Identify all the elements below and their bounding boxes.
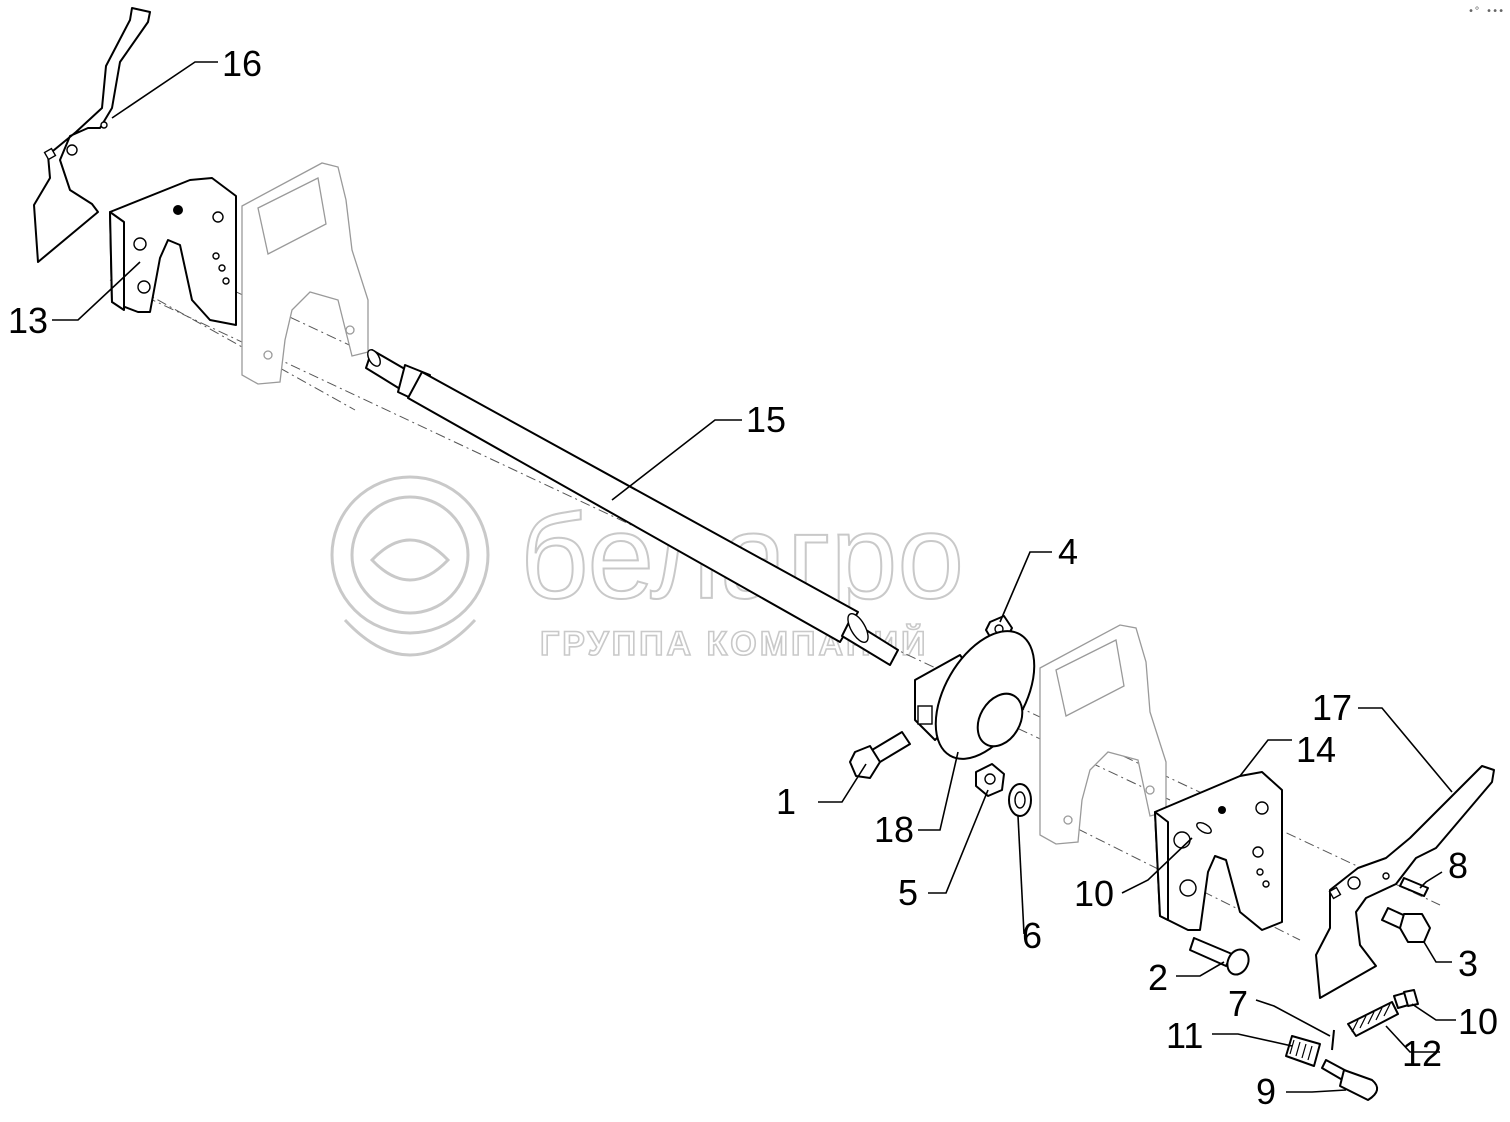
right-lever-part-17	[1315, 765, 1495, 999]
callout-12: 12	[1402, 1033, 1442, 1074]
callout-4: 4	[1058, 531, 1078, 572]
flange-bearing-part-18	[914, 630, 1036, 760]
rod-part-9	[1321, 1059, 1379, 1101]
spring-part-12	[1347, 1001, 1399, 1037]
right-ghost-bracket	[1039, 624, 1167, 845]
left-plate-part-13	[109, 177, 237, 326]
callout-3: 3	[1458, 943, 1478, 984]
callout-10-upper: 10	[1074, 873, 1114, 914]
left-lever-part-16	[33, 7, 151, 263]
callout-6: 6	[1022, 915, 1042, 956]
bolt-part-3	[1381, 907, 1431, 943]
callout-9: 9	[1256, 1071, 1276, 1112]
left-ghost-bracket	[241, 162, 369, 385]
spring-part-11	[1285, 1035, 1321, 1067]
nut-part-5	[975, 763, 1005, 797]
callout-1: 1	[776, 781, 796, 822]
shaft-part-15	[365, 349, 899, 666]
callout-16: 16	[222, 43, 262, 84]
washer-part-6	[1008, 783, 1032, 817]
callout-15: 15	[746, 399, 786, 440]
screw-part-2	[1189, 937, 1250, 976]
callout-14: 14	[1296, 729, 1336, 770]
cotter-pin-part-7	[1331, 1029, 1335, 1051]
leader-lines	[52, 61, 1456, 1093]
watermark-logo-icon	[330, 475, 490, 657]
callout-8: 8	[1448, 845, 1468, 886]
right-plate-part-14	[1154, 771, 1283, 931]
bolt-part-1	[849, 731, 911, 779]
corner-mark: •° •••	[1468, 6, 1504, 17]
callout-13: 13	[8, 300, 48, 341]
callout-7: 7	[1228, 983, 1248, 1024]
pin-part-10-lower	[1393, 989, 1419, 1009]
callout-2: 2	[1148, 957, 1168, 998]
callout-11: 11	[1166, 1015, 1203, 1056]
watermark: белагро ГРУППА КОМПАНИЙ	[330, 475, 965, 664]
callout-17: 17	[1312, 687, 1352, 728]
callout-10-lower: 10	[1458, 1001, 1498, 1042]
callout-labels: 16 13 15 4 17 14 1 18 5 6 10 8 3 2 10 7 …	[8, 43, 1498, 1112]
callout-18: 18	[874, 809, 914, 850]
callout-5: 5	[898, 872, 918, 913]
pin-part-8	[1399, 877, 1429, 897]
